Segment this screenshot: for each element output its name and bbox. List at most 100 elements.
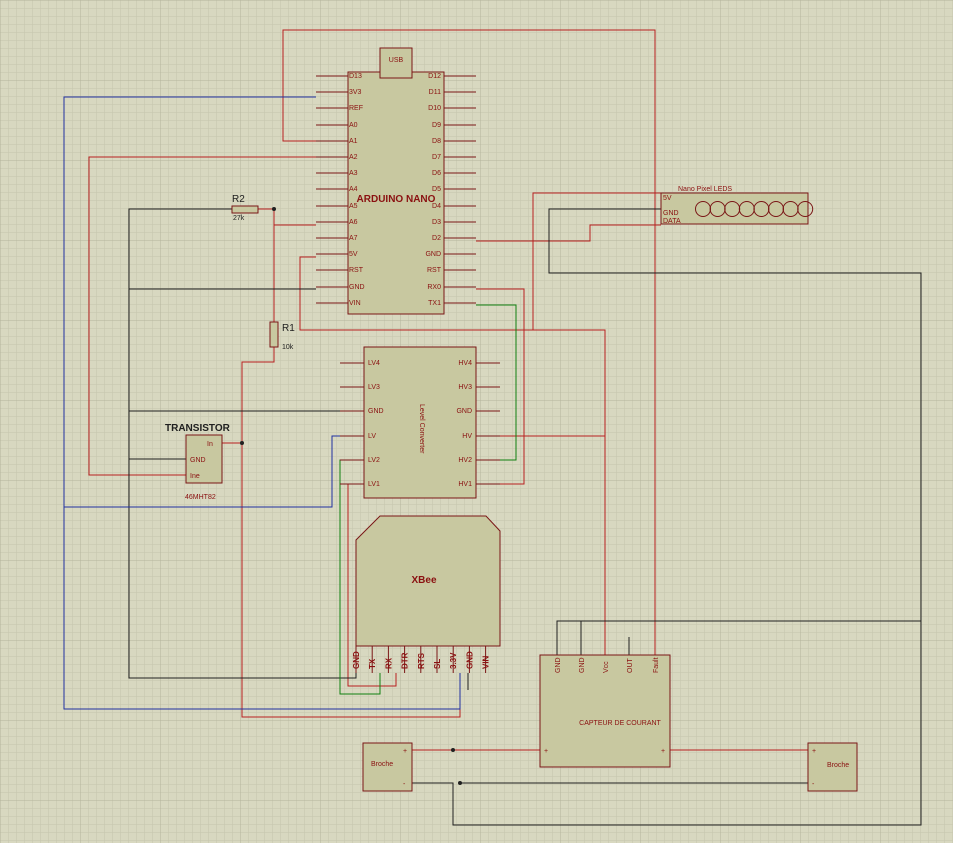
converter-pin-label: GND <box>456 408 472 415</box>
converter-pin-label: HV3 <box>458 384 472 391</box>
arduino-pin-label: A7 <box>349 235 358 242</box>
arduino-pin-label: RST <box>427 267 442 274</box>
transistor[interactable]: TRANSISTOR 46MHT82 In GND Ine <box>165 423 231 501</box>
wire-r2-gnd <box>128 208 232 289</box>
leds-pin-data: DATA <box>663 218 681 225</box>
broche-left[interactable]: Broche + - <box>362 742 413 792</box>
transistor-pin-ine: Ine <box>190 473 200 480</box>
converter-pin-label: HV <box>462 433 472 440</box>
arduino-nano[interactable]: USB ARDUINO NANO D133V3REFA0A1A2A3A4A5A6… <box>316 47 476 315</box>
broche-right-minus: - <box>812 781 815 788</box>
wire-a2-to-transistor-ine <box>88 156 316 476</box>
current-sensor-pin-label: Fault <box>653 657 660 673</box>
current-sensor-pin-label: Vcc <box>603 661 610 673</box>
current-sensor-pin-label: GND <box>579 657 586 673</box>
current-sensor[interactable]: CAPTEUR DE COURANT + + GND GND Vcc OUT Fault <box>539 654 671 768</box>
wire-gnd-bus <box>128 288 357 679</box>
arduino-pin-label: 3V3 <box>349 89 362 96</box>
arduino-pin-label: D12 <box>428 73 441 80</box>
arduino-pin-label: RST <box>349 267 364 274</box>
led-circle <box>797 201 814 217</box>
wire-r1-to-transistor <box>241 347 461 718</box>
converter-pin-label: GND <box>368 408 384 415</box>
arduino-pin-label: RX0 <box>427 284 441 291</box>
arduino-pin-label: A0 <box>349 122 358 129</box>
arduino-pin-label: D7 <box>432 154 441 161</box>
leds-pin-5v: 5V <box>663 195 672 202</box>
resistor-r2[interactable]: R2 27k <box>231 194 259 222</box>
leds-pin-gnd: GND <box>663 210 679 217</box>
wire-led-gnd <box>412 208 922 826</box>
arduino-pin-label: D3 <box>432 219 441 226</box>
transistor-pin-in: In <box>207 441 213 448</box>
broche-right-plus: + <box>812 748 816 755</box>
xbee-pin-label: RX <box>384 657 393 669</box>
arduino-pin-label: GND <box>425 251 441 258</box>
arduino-pin-label: A5 <box>349 203 358 210</box>
r1-ref: R1 <box>282 323 295 334</box>
broche-left-minus: - <box>403 781 406 788</box>
xbee-pin-label: SL <box>433 659 442 669</box>
arduino-pin-label: 5V <box>349 251 358 258</box>
current-sensor-title: CAPTEUR DE COURANT <box>579 720 661 727</box>
r2-value: 27k <box>233 215 245 222</box>
converter-pin-label: LV3 <box>368 384 380 391</box>
arduino-pin-label: D10 <box>428 105 441 112</box>
current-sensor-minus: + <box>661 748 665 755</box>
current-sensor-plus: + <box>544 748 548 755</box>
wires-black <box>128 208 922 826</box>
usb-connector <box>379 47 413 79</box>
broche-left-title: Broche <box>371 761 393 768</box>
arduino-pin-label: D9 <box>432 122 441 129</box>
nano-pixel-leds[interactable]: Nano Pixel LEDS 5V GND DATA <box>660 186 814 225</box>
converter-pin-label: LV4 <box>368 360 380 367</box>
converter-pin-label: LV1 <box>368 481 380 488</box>
xbee-pin-label: TX <box>368 658 377 669</box>
arduino-pin-label: D6 <box>432 170 441 177</box>
arduino-pin-label: D13 <box>349 73 362 80</box>
arduino-pin-label: TX1 <box>428 300 441 307</box>
arduino-pin-label: D11 <box>429 89 441 96</box>
xbee-pin-label: DTR <box>401 652 410 669</box>
wire-5v-to-vcc <box>299 256 606 655</box>
led-circles <box>695 201 814 217</box>
xbee-pin-label: GND <box>465 651 474 669</box>
transistor-pin-gnd: GND <box>190 457 206 464</box>
leds-title: Nano Pixel LEDS <box>678 186 732 193</box>
xbee-pin-label: 3.3V <box>449 652 458 669</box>
arduino-pin-label: A6 <box>349 219 358 226</box>
r1-value: 10k <box>282 344 294 351</box>
current-sensor-pin-label: GND <box>555 657 562 673</box>
wire-3v3 <box>63 96 461 710</box>
arduino-pin-label: A3 <box>349 170 358 177</box>
level-converter-title: Level Converter <box>418 404 425 454</box>
junctions <box>240 207 462 785</box>
arduino-pin-label: D5 <box>432 186 441 193</box>
arduino-pin-label: REF <box>349 105 363 112</box>
resistor-r1[interactable]: R1 10k <box>269 321 295 351</box>
r2-ref: R2 <box>232 194 245 205</box>
arduino-pin-label: D4 <box>432 203 441 210</box>
converter-pin-label: HV2 <box>458 457 472 464</box>
transistor-part: 46MHT82 <box>185 494 216 501</box>
xbee-pin-label: VIN <box>482 655 491 669</box>
converter-pin-label: HV1 <box>458 481 472 488</box>
wire-a1-to-fault <box>282 29 656 655</box>
wire-led-5v <box>532 192 661 330</box>
arduino-pin-label: A1 <box>349 138 358 145</box>
converter-pin-label: HV4 <box>458 360 472 367</box>
arduino-pin-label: A4 <box>349 186 358 193</box>
broche-right-title: Broche <box>827 762 849 769</box>
current-sensor-pin-label: OUT <box>627 658 634 674</box>
transistor-title: TRANSISTOR <box>165 423 231 434</box>
arduino-pin-label: A2 <box>349 154 358 161</box>
broche-right[interactable]: Broche + - <box>807 742 858 792</box>
